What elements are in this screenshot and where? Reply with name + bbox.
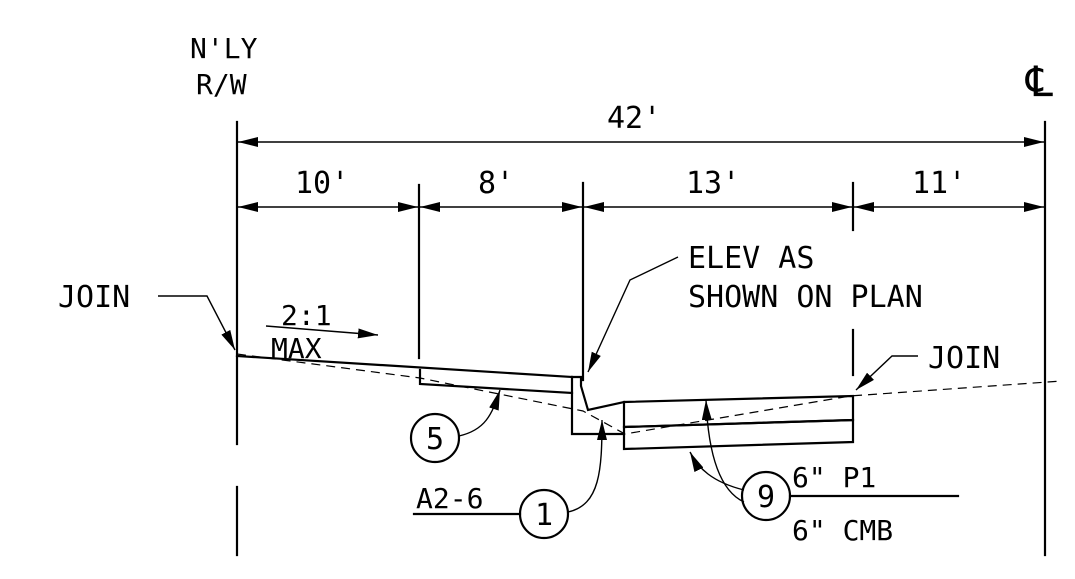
pavement-spec-top: 6" P1	[792, 461, 876, 494]
callout-5-bubble	[409, 412, 461, 464]
callout-1-leader	[567, 419, 607, 513]
elev-note-leader	[587, 256, 679, 373]
dim-seg4-text: 11'	[912, 166, 966, 201]
join-right-text: JOIN	[928, 341, 1000, 376]
slope-arrow	[265, 325, 379, 339]
curb-foundation	[570, 391, 626, 436]
elev-note-line1: ELEV AS	[688, 241, 814, 276]
row-label-line2: R/W	[196, 68, 247, 101]
pavement-base-layer	[622, 418, 855, 451]
callout-9-number: 9	[757, 480, 775, 515]
dim-overall-text: 42'	[607, 101, 661, 136]
callout-1-number: 1	[535, 498, 553, 533]
curb-section	[570, 375, 626, 412]
callout-5-number: 5	[426, 422, 444, 457]
pavement-surface-layer	[622, 394, 855, 429]
callout-9-leader-to-surface	[701, 399, 745, 503]
existing-ground-line	[236, 353, 1063, 435]
pavement-spec-bottom: 6" CMB	[792, 514, 893, 547]
dim-seg1-text: 10'	[295, 166, 349, 201]
join-left-leader	[158, 295, 236, 351]
finished-slope	[235, 354, 574, 379]
join-left-text: JOIN	[58, 280, 130, 315]
slope-ratio: 2:1	[281, 299, 332, 332]
centerline-symbol: ℄	[1025, 57, 1053, 106]
dim-seg3-text: 13'	[686, 166, 740, 201]
elev-note-line2: SHOWN ON PLAN	[688, 280, 923, 315]
row-label-line1: N'LY	[190, 32, 258, 65]
join-right-leader	[855, 355, 918, 391]
subgrade-material-label: A2-6	[416, 482, 483, 515]
callout-1-bubble	[518, 488, 570, 540]
sidewalk-section	[418, 368, 574, 395]
callout-9-leader-to-base	[689, 451, 745, 491]
callout-5-leader	[458, 389, 501, 437]
dim-seg2-text: 8'	[478, 166, 514, 201]
